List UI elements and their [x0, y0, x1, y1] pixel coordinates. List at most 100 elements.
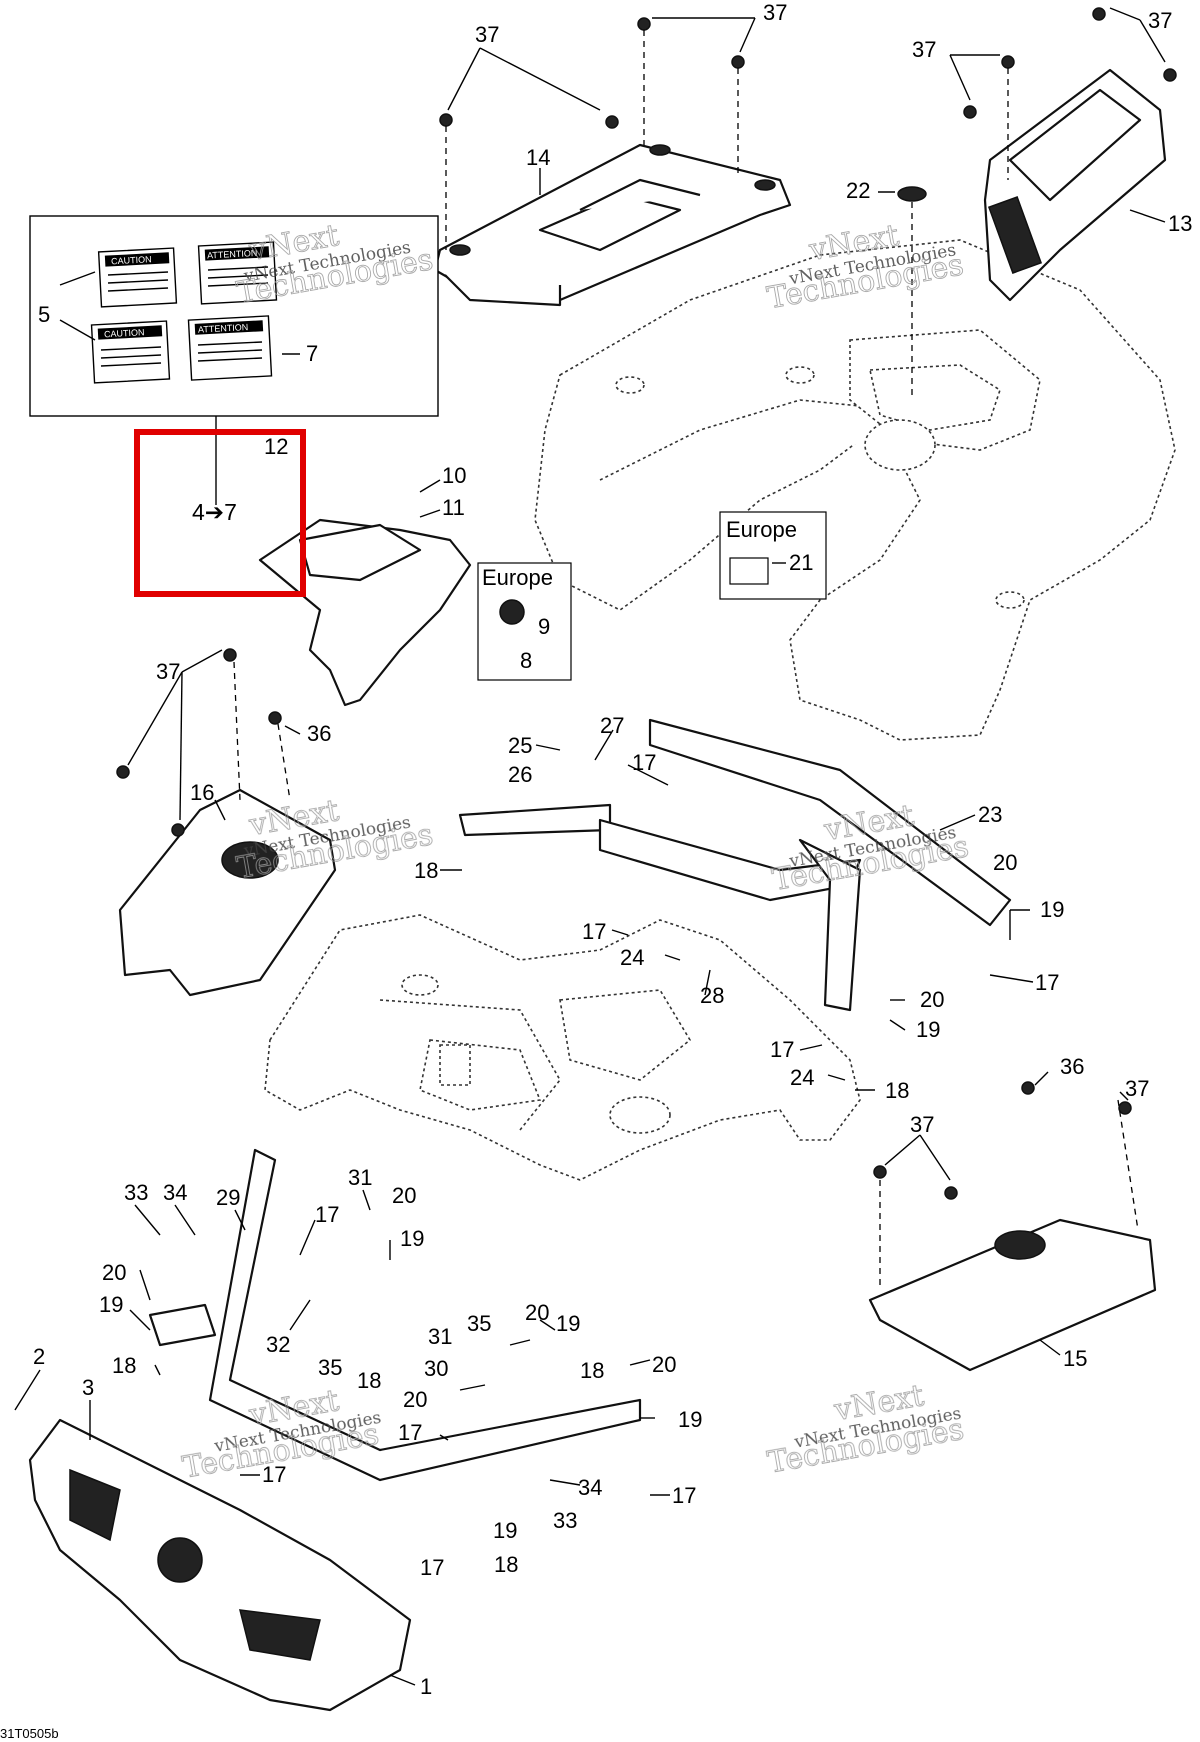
callout: 25	[508, 733, 532, 758]
callout: 33	[124, 1180, 148, 1205]
decal-box: CAUTION ATTENTION CAUTION ATTENTION	[29, 215, 439, 505]
callout: 17	[315, 1202, 339, 1227]
rack-15	[868, 1218, 1157, 1372]
europe-box-title: Europe	[726, 517, 797, 542]
callout: 19	[916, 1017, 940, 1042]
decal-range-label: 4➔7	[192, 499, 237, 525]
callout: 20	[993, 850, 1017, 875]
callout: 20	[652, 1352, 676, 1377]
callout: 17	[672, 1483, 696, 1508]
callout: 32	[266, 1332, 290, 1357]
decal-title: ATTENTION	[207, 248, 258, 261]
callout: 13	[1168, 211, 1192, 236]
callout: 24	[790, 1065, 814, 1090]
callout: 23	[978, 802, 1002, 827]
frame-29	[148, 1148, 642, 1482]
callout: 19	[400, 1226, 424, 1251]
callout: 18	[494, 1552, 518, 1577]
europe-box-right: Europe 21	[719, 511, 827, 600]
callout: 2	[33, 1344, 45, 1369]
callout: 37	[763, 0, 787, 25]
front-fascia-1	[28, 1418, 412, 1712]
callout: 27	[600, 713, 624, 738]
rear-rack-14	[433, 143, 792, 307]
europe-box-item: 9	[538, 614, 550, 639]
document-code: 31T0505b	[0, 1726, 59, 1741]
callout: 20	[525, 1300, 549, 1325]
front-fender-body	[264, 914, 861, 1181]
callout: 37	[912, 37, 936, 62]
callout: 30	[424, 1356, 448, 1381]
callout: 37	[1125, 1076, 1149, 1101]
callout: 18	[112, 1353, 136, 1378]
callout: 36	[1060, 1054, 1084, 1079]
center-panel	[258, 518, 472, 707]
decal-title: CAUTION	[104, 327, 145, 339]
rear-rack-13	[983, 68, 1167, 302]
callout: 10	[442, 463, 466, 488]
callout: 31	[348, 1165, 372, 1190]
decal-title: ATTENTION	[198, 322, 249, 335]
callout: 1	[420, 1674, 432, 1699]
callout: 17	[770, 1037, 794, 1062]
callout: 7	[306, 341, 318, 366]
decal-title: CAUTION	[111, 254, 152, 266]
callout: 35	[318, 1355, 342, 1380]
callout: 37	[475, 22, 499, 47]
callout: 17	[632, 750, 656, 775]
callout: 14	[526, 145, 550, 170]
europe-box-item: 21	[789, 550, 813, 575]
callout: 20	[403, 1387, 427, 1412]
highlight-box	[134, 429, 306, 597]
callout: 37	[1148, 8, 1172, 33]
callout: 33	[553, 1508, 577, 1533]
decal-caution-2: CAUTION	[90, 320, 171, 384]
rack-16	[118, 788, 337, 997]
callout: 34	[578, 1475, 602, 1500]
callout: 29	[216, 1185, 240, 1210]
callout: 19	[493, 1518, 517, 1543]
callout: 26	[508, 762, 532, 787]
callout: 18	[580, 1358, 604, 1383]
callout: 35	[467, 1311, 491, 1336]
callout: 19	[99, 1292, 123, 1317]
callout: 20	[920, 987, 944, 1012]
callout: 17	[262, 1462, 286, 1487]
callout: 19	[1040, 897, 1064, 922]
frame-23	[458, 718, 1012, 1012]
callout: 18	[885, 1078, 909, 1103]
decal-attention-1: ATTENTION	[197, 241, 278, 305]
callout: 19	[678, 1407, 702, 1432]
callout: 36	[307, 721, 331, 746]
decal-caution-1: CAUTION	[97, 247, 178, 308]
callout: 5	[38, 302, 50, 327]
callout: 19	[556, 1311, 580, 1336]
europe-box-title: Europe	[482, 565, 553, 590]
callout: 20	[392, 1183, 416, 1208]
callout: 16	[190, 780, 214, 805]
callout: 11	[442, 495, 465, 520]
callout: 18	[357, 1368, 381, 1393]
callout: 15	[1063, 1346, 1087, 1371]
fasteners	[116, 7, 1177, 1290]
europe-box-item: 8	[520, 648, 532, 673]
callout: 24	[620, 945, 644, 970]
callout: 12	[264, 434, 288, 459]
callout: 28	[700, 983, 724, 1008]
callout: 20	[102, 1260, 126, 1285]
callout: 22	[846, 178, 870, 203]
callout: 37	[156, 659, 180, 684]
callout: 31	[428, 1324, 452, 1349]
callout: 17	[398, 1420, 422, 1445]
callout: 17	[1035, 970, 1059, 995]
callout: 37	[910, 1112, 934, 1137]
callout-numbers: 37 37 37 37 14 13 22 5 7 12 10 11 37 36 …	[33, 0, 1192, 1699]
leader-lines	[14, 7, 1166, 1686]
europe-box-left: Europe 9 8	[477, 562, 572, 681]
callout: 17	[420, 1555, 444, 1580]
decal-attention-2: ATTENTION	[187, 315, 273, 381]
callout: 17	[582, 919, 606, 944]
callout: 3	[82, 1375, 94, 1400]
callout: 34	[163, 1180, 187, 1205]
